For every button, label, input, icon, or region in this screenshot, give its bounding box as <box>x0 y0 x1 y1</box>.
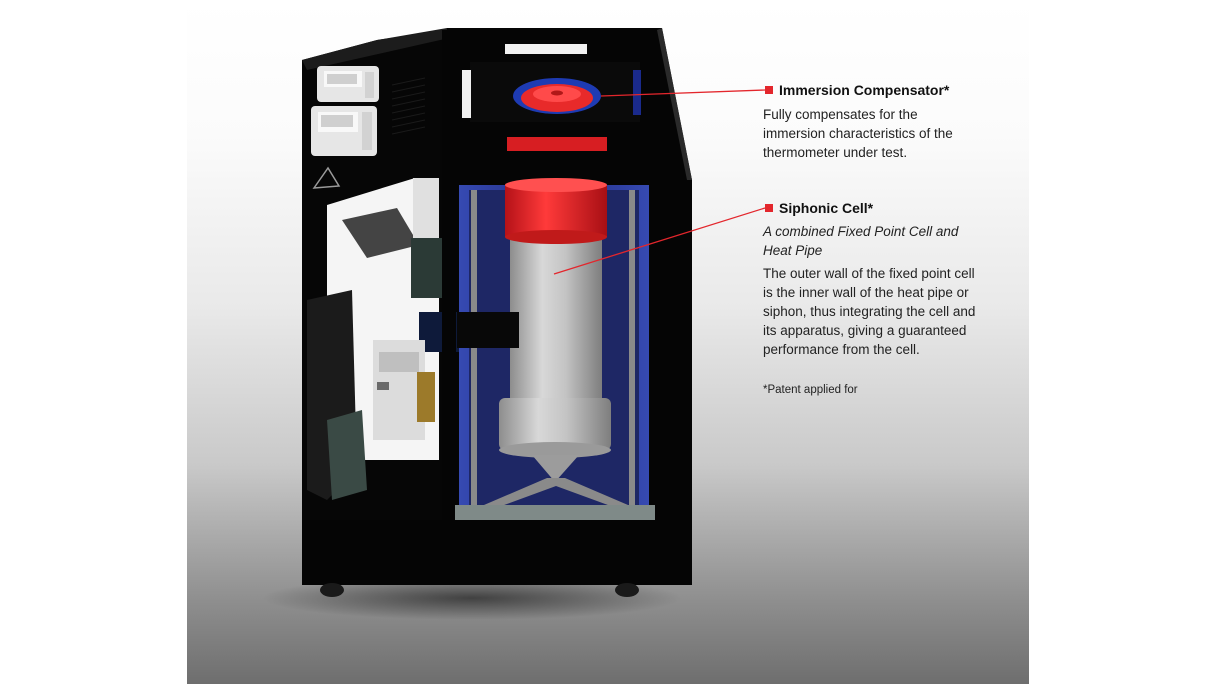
tripod-stand <box>532 455 579 482</box>
subtitle-line: Heat Pipe <box>763 243 823 258</box>
internal-module-teal <box>411 238 447 298</box>
leader-line-immersion <box>600 89 766 97</box>
body-line: thermometer under test. <box>763 145 908 160</box>
leader-line-siphonic <box>553 207 766 275</box>
body-line: Fully compensates for the <box>763 107 918 122</box>
lid-red-band <box>507 137 607 151</box>
support-rod-right <box>629 190 635 508</box>
internal-board-upper <box>413 178 439 238</box>
support-rod-left <box>471 190 477 508</box>
illustration-panel: Immersion Compensator* Fully compensates… <box>187 0 1029 684</box>
vent-grille <box>391 77 426 135</box>
body-line: its apparatus, giving a guaranteed <box>763 323 967 338</box>
callout-siphonic-title-text: Siphonic Cell* <box>779 200 874 216</box>
red-bullet <box>765 86 773 94</box>
subtitle-line: A combined Fixed Point Cell and <box>763 224 959 239</box>
top-bay-liner-left <box>462 70 471 118</box>
cell-lower-flange <box>499 398 611 450</box>
foot-left <box>320 583 344 597</box>
callout-siphonic-body: The outer wall of the fixed point cell i… <box>763 264 1029 359</box>
siphonic-cell-red-rim <box>505 230 607 244</box>
foot-right <box>615 583 639 597</box>
compensator-hub <box>551 90 563 96</box>
body-line: immersion characteristics of the <box>763 126 953 141</box>
chamber-base-plate <box>455 505 655 521</box>
siphonic-cell-red-top <box>505 185 607 237</box>
cabinet-plinth <box>302 520 692 585</box>
display-unit-lower <box>311 106 377 156</box>
cabinet-top-slope <box>302 28 449 70</box>
cabinet-chamfer <box>657 28 692 180</box>
patent-note: *Patent applied for <box>763 384 858 396</box>
siphonic-cell-red-cap <box>505 178 607 192</box>
body-line: The outer wall of the fixed point cell <box>763 266 975 281</box>
side-clamp <box>457 312 519 348</box>
callout-immersion-body: Fully compensates for the immersion char… <box>763 105 1023 162</box>
column-divider <box>442 30 456 585</box>
internal-box-upper <box>342 208 419 258</box>
callout-immersion-title: Immersion Compensator* <box>765 82 949 98</box>
callout-siphonic-title: Siphonic Cell* <box>765 200 873 216</box>
display-unit-upper <box>317 66 379 102</box>
callout-immersion-title-text: Immersion Compensator* <box>779 82 950 98</box>
cell-lower-flange-rim <box>499 442 611 458</box>
callout-siphonic-subtitle: A combined Fixed Point Cell and Heat Pip… <box>763 222 1023 260</box>
red-bullet <box>765 204 773 212</box>
top-slot <box>505 44 587 54</box>
warning-triangle <box>312 166 341 189</box>
body-line: is the inner wall of the heat pipe or <box>763 285 969 300</box>
body-line: siphon, thus integrating the cell and <box>763 304 976 319</box>
body-line: performance from the cell. <box>763 342 920 357</box>
internal-block-lower <box>327 410 367 500</box>
cabinet-cutaway-illustration <box>262 28 766 620</box>
floor-shadow <box>262 576 682 620</box>
relay-module <box>373 340 435 440</box>
top-bay-liner-right <box>633 70 641 115</box>
